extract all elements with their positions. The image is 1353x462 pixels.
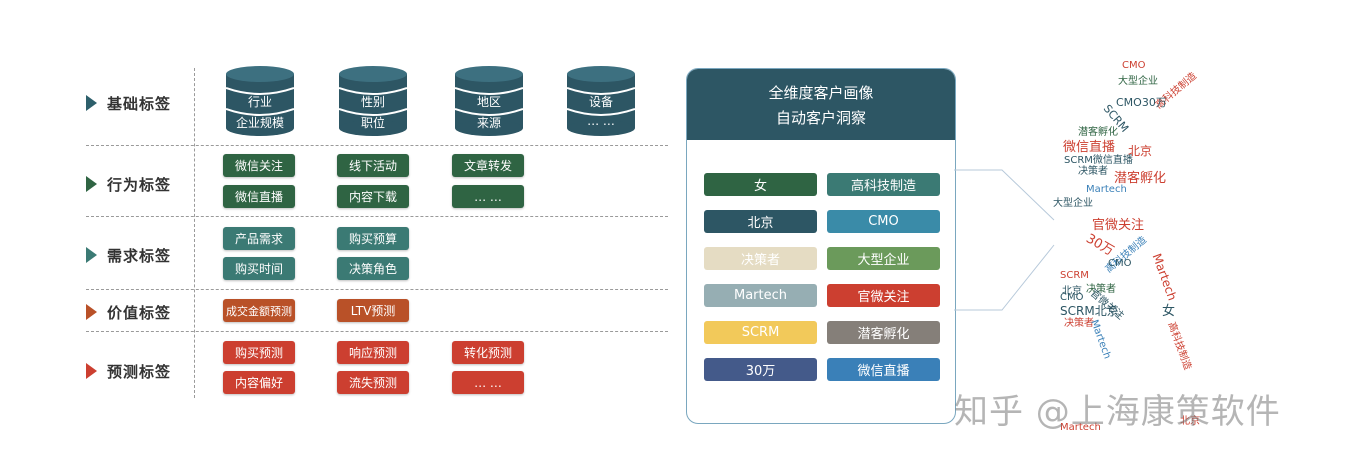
database-line1: 性别 bbox=[360, 95, 385, 109]
word-cloud-word: SCRM bbox=[1060, 270, 1089, 281]
word-cloud-word: 潜客孵化 bbox=[1114, 171, 1167, 186]
demand-tag: 产品需求 bbox=[223, 227, 295, 250]
behavior-tag: … … bbox=[452, 185, 524, 208]
category-basic: 基础标签 bbox=[86, 93, 171, 113]
word-cloud-word: CMO bbox=[1108, 258, 1132, 269]
category-predict: 预测标签 bbox=[86, 361, 171, 381]
profile-tag: 高科技制造 bbox=[827, 173, 940, 196]
word-cloud-word: 女 bbox=[1162, 304, 1176, 319]
arrow-icon bbox=[86, 247, 97, 263]
category-label: 基础标签 bbox=[107, 94, 172, 113]
arrow-icon bbox=[86, 304, 97, 320]
demand-tag: 购买时间 bbox=[223, 257, 295, 280]
database-line1: 行业 bbox=[247, 95, 272, 109]
database-icon: 性别 职位 bbox=[339, 66, 407, 136]
behavior-tag: 内容下载 bbox=[337, 185, 409, 208]
word-cloud-word: CMO bbox=[1122, 60, 1146, 71]
value-tag: 成交金额预测 bbox=[223, 299, 295, 322]
profile-tag: 官微关注 bbox=[827, 284, 940, 307]
predict-tag: 流失预测 bbox=[337, 371, 409, 394]
database-icon: 行业 企业规模 bbox=[226, 66, 294, 136]
predict-tag: 转化预测 bbox=[452, 341, 524, 364]
database-icon: 设备 … … bbox=[567, 66, 635, 136]
word-cloud-word: 北京 bbox=[1128, 144, 1153, 158]
word-cloud-word: CMO bbox=[1060, 292, 1084, 303]
demand-tag: 决策角色 bbox=[337, 257, 409, 280]
watermark: 知乎 @上海康策软件 bbox=[954, 392, 1281, 432]
word-cloud-word: 北京 bbox=[1180, 416, 1200, 427]
profile-title-line2: 自动客户洞察 bbox=[775, 109, 866, 127]
vertical-divider bbox=[194, 68, 195, 398]
profile-title-line1: 全维度客户画像 bbox=[768, 84, 874, 102]
category-label: 行为标签 bbox=[107, 175, 172, 194]
arrow-icon bbox=[86, 176, 97, 192]
database-line2: … … bbox=[587, 114, 615, 128]
predict-tag: … … bbox=[452, 371, 524, 394]
category-behavior: 行为标签 bbox=[86, 174, 171, 194]
arrow-icon bbox=[86, 95, 97, 111]
category-label: 需求标签 bbox=[107, 246, 172, 265]
word-cloud-word: 决策者 bbox=[1064, 318, 1094, 329]
predict-tag: 内容偏好 bbox=[223, 371, 295, 394]
database-line1: 地区 bbox=[476, 95, 501, 109]
row-divider bbox=[86, 331, 668, 332]
predict-tag: 响应预测 bbox=[337, 341, 409, 364]
word-cloud-word: 决策者 bbox=[1086, 284, 1116, 295]
profile-card: 全维度客户画像 自动客户洞察 女 高科技制造 北京 CMO 决策者 大型企业 M… bbox=[686, 68, 956, 424]
profile-tag: 决策者 bbox=[704, 247, 817, 270]
word-cloud-word: Martech bbox=[1088, 318, 1113, 361]
word-cloud-word: 潜客孵化 bbox=[1078, 127, 1118, 138]
word-cloud-word: Martech bbox=[1060, 422, 1101, 433]
category-label: 价值标签 bbox=[107, 303, 172, 322]
database-line2: 职位 bbox=[360, 116, 385, 130]
profile-tag: 北京 bbox=[704, 210, 817, 233]
arrow-icon bbox=[86, 363, 97, 379]
profile-tag: CMO bbox=[827, 210, 940, 233]
word-cloud-word: Martech bbox=[1086, 184, 1127, 195]
profile-tag: 潜客孵化 bbox=[827, 321, 940, 344]
behavior-tag: 线下活动 bbox=[337, 154, 409, 177]
word-cloud-word: 高科技制造 bbox=[1165, 320, 1193, 372]
word-cloud-word: Martech bbox=[1149, 251, 1180, 303]
database-line1: 设备 bbox=[588, 95, 613, 109]
connector-lines bbox=[954, 169, 1055, 311]
word-cloud-word: 官微关注 bbox=[1092, 218, 1145, 233]
behavior-tag: 微信直播 bbox=[223, 185, 295, 208]
profile-tag: SCRM bbox=[704, 321, 817, 344]
word-cloud-word: CMO30万 bbox=[1116, 96, 1167, 109]
category-demand: 需求标签 bbox=[86, 245, 171, 265]
category-label: 预测标签 bbox=[107, 362, 172, 381]
word-cloud-word: SCRM北京 bbox=[1060, 304, 1119, 318]
row-divider bbox=[86, 145, 668, 146]
profile-tag: 微信直播 bbox=[827, 358, 940, 381]
word-cloud-word: 微信直播 bbox=[1063, 140, 1116, 155]
database-icon: 地区 来源 bbox=[455, 66, 523, 136]
database-line2: 企业规模 bbox=[235, 116, 284, 130]
profile-tag: 大型企业 bbox=[827, 247, 940, 270]
predict-tag: 购买预测 bbox=[223, 341, 295, 364]
demand-tag: 购买预算 bbox=[337, 227, 409, 250]
word-cloud-word: SCRM微信直播 bbox=[1064, 155, 1133, 166]
behavior-tag: 文章转发 bbox=[452, 154, 524, 177]
word-cloud-word: 决策者 bbox=[1078, 166, 1108, 177]
word-cloud-word: 大型企业 bbox=[1118, 76, 1158, 87]
word-cloud-word: 大型企业 bbox=[1053, 198, 1093, 209]
profile-tag: Martech bbox=[704, 284, 817, 307]
row-divider bbox=[86, 289, 668, 290]
profile-tag: 30万 bbox=[704, 358, 817, 381]
profile-tag: 女 bbox=[704, 173, 817, 196]
database-line2: 来源 bbox=[476, 116, 501, 130]
category-value: 价值标签 bbox=[86, 302, 171, 322]
word-cloud-word: 北京 bbox=[1062, 286, 1082, 297]
behavior-tag: 微信关注 bbox=[223, 154, 295, 177]
row-divider bbox=[86, 216, 668, 217]
value-tag: LTV预测 bbox=[337, 299, 409, 322]
profile-card-header: 全维度客户画像 自动客户洞察 bbox=[687, 69, 955, 140]
